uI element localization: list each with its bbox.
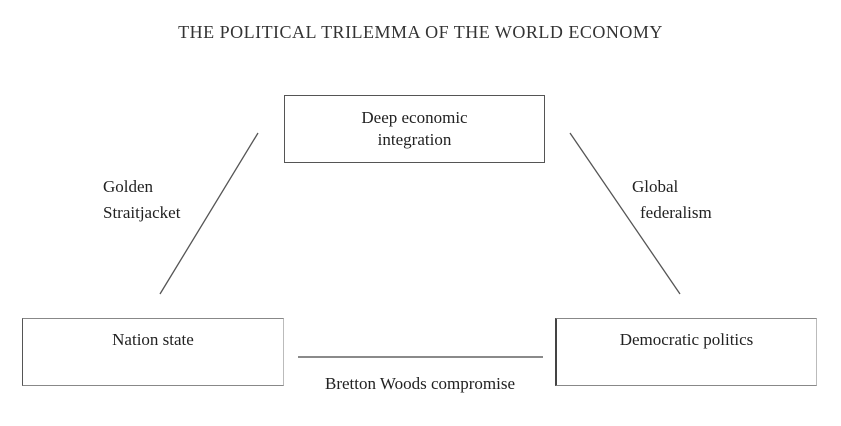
node-democratic-politics: Democratic politics bbox=[555, 318, 817, 386]
node-top-line1: Deep economic bbox=[361, 108, 468, 127]
edge-left-line bbox=[159, 132, 259, 295]
node-nation-state: Nation state bbox=[22, 318, 284, 386]
edge-right-line bbox=[569, 132, 681, 295]
edge-left-line2: Straitjacket bbox=[103, 203, 181, 222]
node-deep-economic-integration: Deep economic integration bbox=[284, 95, 545, 163]
edge-left-label: Golden Straitjacket bbox=[103, 174, 180, 226]
edge-right-label: Global federalism bbox=[632, 174, 712, 226]
edge-bottom-label: Bretton Woods compromise bbox=[324, 374, 516, 393]
edge-left-line1: Golden bbox=[103, 177, 154, 196]
node-right-label: Democratic politics bbox=[619, 330, 754, 349]
node-left-label: Nation state bbox=[112, 330, 194, 349]
edge-right-line1: Global bbox=[632, 177, 679, 196]
node-top-line2: integration bbox=[377, 130, 452, 149]
edge-right-line2: federalism bbox=[640, 203, 712, 222]
diagram-title: THE POLITICAL TRILEMMA OF THE WORLD ECON… bbox=[178, 22, 663, 42]
